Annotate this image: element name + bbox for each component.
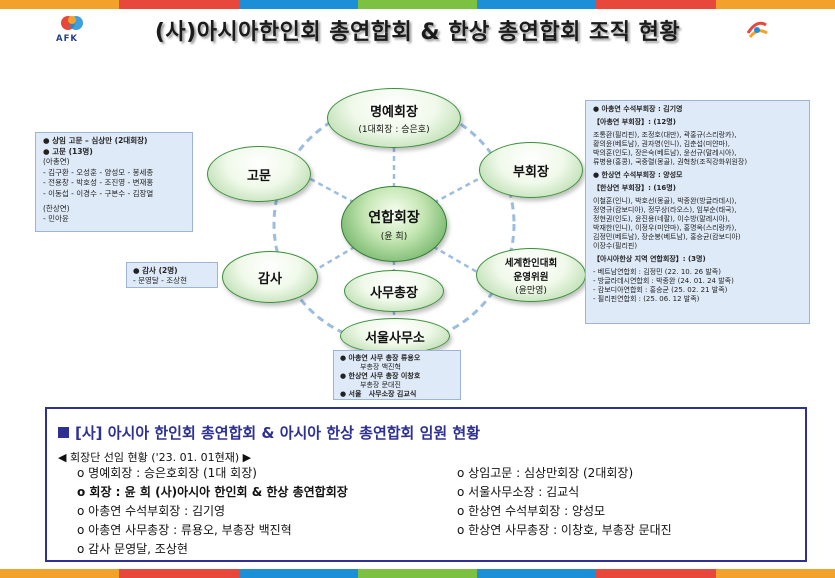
panel-line: o 명예회장 : 승은호회장 (1대 회장) — [77, 466, 257, 480]
box-line: ● 아총연 사무 총장 류용오 — [340, 354, 421, 362]
box-line: - 전용창 - 박호성 - 조진영 - 변재홍 — [43, 178, 154, 188]
box-line: - 방글라데시연합회 : 박종완 (24. 01. 24 발족) — [593, 277, 734, 285]
box-line: - 필리핀연합회 : (25. 06. 12 발족) — [593, 295, 700, 303]
square-bullet-icon — [58, 427, 69, 438]
panel-line: o 상임고문 : 심상만회장 (2대회장) — [457, 466, 634, 480]
box-line: ● 상임 고문 – 심상만 (2대회장) — [43, 136, 148, 145]
node-federation-chairman: 연합회장 (윤 희) — [341, 186, 447, 262]
center-label: 연합회장 — [368, 209, 420, 226]
bottom-color-bar — [0, 569, 835, 578]
node-vice-chairman: 부회장 — [479, 142, 583, 198]
box-line: ● 한상연 수석부회장 : 양성모 — [593, 171, 683, 179]
node-seoul-office: 서울사무소 — [340, 318, 450, 354]
center-sub: (윤 희) — [380, 231, 408, 242]
page-title: (사)아시아한인회 총연합회 & 한상 총연합회 조직 현황 — [154, 20, 681, 45]
secgen-label: 사무총장 — [370, 285, 418, 301]
emblem-logo — [742, 15, 772, 45]
panel-line: o 한상연 사무총장 : 이창호, 부총장 문대진 — [457, 523, 672, 537]
advisor-label: 고문 — [247, 168, 271, 184]
box-line: 박의훈(인도), 장은숙(베트남), 윤선규(말레시아), — [593, 149, 737, 157]
panel-subtitle: ◀ 회장단 선임 현황 ('23. 01. 01현재) ▶ — [58, 451, 252, 464]
audit-info-box: ● 감사 (2명)- 문영달 - 조상현 — [126, 262, 218, 288]
box-line: - 베트남연합회 : 김정민 (22. 10. 26 발족) — [593, 268, 721, 276]
committee-line2: 운영위원 — [513, 271, 549, 283]
honorary-sub: (1대회장 : 승은호) — [358, 125, 430, 135]
panel-line: o 서울사무소장 : 김교식 — [457, 485, 580, 499]
node-world-korean-convention: 세계한인대회 운영위원 (윤만영) — [476, 248, 586, 302]
panel-left-column: o 명예회장 : 승은호회장 (1대 회장) o 회장 : 윤 희 (사)아시아… — [77, 464, 348, 559]
panel-line: o 회장 : 윤 희 (사)아시아 한인회 & 한상 총연합회장 — [77, 485, 348, 499]
box-line: 황의윤(베트남), 권자영(인니), 김춘섭(미얀마), — [593, 140, 730, 148]
box-line: - 이동섭 - 이경수 - 구본수 - 김장열 — [43, 188, 154, 198]
afk-logo: AFK — [55, 13, 89, 47]
box-line: ● 한상연 사무 총장 이창호 — [340, 372, 421, 380]
box-line: ● 감사 (2명) — [133, 266, 178, 275]
box-line: 김정민(베트남), 장순봉(베트남), 홍승균(캄보디아) — [593, 233, 741, 241]
executives-panel: [사] 아시아 한인회 총연합회 & 아시아 한상 총연합회 임원 현황 ◀ 회… — [45, 407, 807, 562]
panel-heading: [사] 아시아 한인회 총연합회 & 아시아 한상 총연합회 임원 현황 — [58, 422, 480, 443]
vice-label: 부회장 — [513, 164, 549, 180]
box-line: - 캄보디아연합회 : 홍승균 (25. 02. 21 발족) — [593, 286, 728, 294]
box-line: - 민아윤 — [43, 214, 69, 224]
node-secretary-general: 사무총장 — [344, 270, 444, 312]
node-advisor: 고문 — [207, 146, 311, 202]
box-line: - 김구환 - 오성훈 - 양성모 - 봉세종 — [43, 167, 154, 177]
box-line: (한상연) — [43, 203, 70, 213]
top-color-bar — [0, 0, 835, 9]
committee-label: 세계한인대회 — [504, 257, 558, 269]
panel-line: o 한상연 수석부회장 : 양성모 — [457, 504, 606, 518]
honorary-label: 명예회장 — [370, 105, 418, 120]
node-audit: 감사 — [222, 251, 318, 303]
box-line: 【아시아한상 지역 연합회장】: (3명) — [593, 255, 706, 263]
box-line: 이철훈(인니), 박호선(몽골), 박종완(방글라데시), — [593, 197, 737, 205]
box-line: 조통환(필리핀), 조정호(대만), 곽홍규(스리랑카), — [593, 131, 737, 139]
panel-right-column: o 상임고문 : 심상만회장 (2대회장) o 서울사무소장 : 김교식 o 한… — [457, 464, 672, 540]
box-line: 부총장 백진혁 — [340, 363, 401, 371]
box-line: 이장수(필리핀) — [593, 242, 638, 250]
audit-label: 감사 — [258, 271, 282, 287]
box-line: ● 고문 (13명) — [43, 146, 93, 156]
panel-line: o 감사 문영달, 조상현 — [77, 542, 188, 556]
box-line: ● 아총연 수석부회장 : 김기영 — [593, 105, 683, 113]
panel-line: o 아총연 수석부회장 : 김기영 — [77, 504, 226, 518]
seoul-office-info-box: ● 아총연 사무 총장 류용오 부총장 백진혁● 한상연 사무 총장 이창호 부… — [333, 350, 461, 400]
box-line: 정현권(인도), 윤진용(네팔), 이수방(말레시아), — [593, 215, 730, 223]
box-line: (아총연) — [43, 157, 70, 167]
box-line: 【아총연 부회장】: (12명) — [593, 118, 676, 126]
box-line: 【한상연 부회장】: (16명) — [593, 184, 676, 192]
committee-sub: (윤만영) — [515, 285, 547, 296]
node-honorary-chairman: 명예회장 (1대회장 : 승은호) — [327, 88, 461, 148]
logo-text: AFK — [56, 34, 78, 44]
box-line: - 문영달 - 조상현 — [133, 275, 187, 285]
advisor-info-box: ● 상임 고문 – 심상만 (2대회장)● 고문 (13명)(아총연)- 김구환… — [35, 132, 193, 232]
box-line: 박재한(인니), 이정우(미얀마), 홍명옥(스리랑카), — [593, 224, 737, 232]
panel-heading-text: [사] 아시아 한인회 총연합회 & 아시아 한상 총연합회 임원 현황 — [75, 424, 480, 442]
box-line: 류병용(홍콩), 국중렬(몽골), 권혁창(조직강화위원장) — [593, 158, 748, 166]
box-line: 정영규(캄보디아), 정무상(라오스), 임부순(태국), — [593, 206, 737, 214]
box-line: ● 서울 사무소장 김교식 — [340, 390, 417, 398]
seoul-label: 서울사무소 — [365, 330, 425, 346]
box-line: 부총장 문대진 — [340, 381, 401, 389]
panel-line: o 아총연 사무총장 : 류용오, 부총장 백진혁 — [77, 523, 292, 537]
vice-chairman-info-box: ● 아총연 수석부회장 : 김기영 【아총연 부회장】: (12명) 조통환(필리핀… — [585, 100, 810, 324]
